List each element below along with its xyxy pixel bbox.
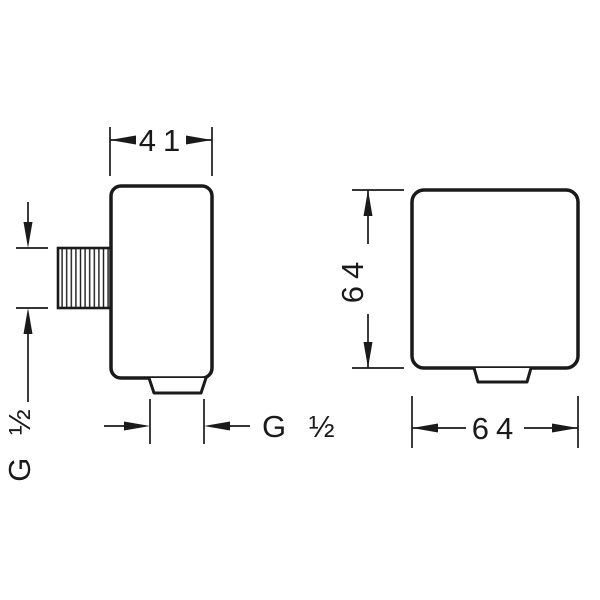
arrowhead-right-icon	[552, 423, 578, 433]
side-view: 41 G ½ G ½	[2, 123, 342, 482]
arrowhead-down-icon	[23, 222, 33, 248]
dim-thread-bottom-label: G ½	[262, 409, 342, 444]
front-view: 64 64	[335, 188, 580, 448]
dim-height-64: 64	[335, 189, 404, 369]
arrowhead-left-icon	[412, 423, 438, 433]
dim-thread-side: G ½	[2, 202, 48, 482]
dim-width-41-label: 41	[139, 123, 187, 158]
dim-width-64: 64	[411, 396, 579, 448]
dim-thread-side-label: G ½	[2, 402, 37, 482]
arrowhead-left-icon	[110, 135, 136, 145]
side-view-outlet-nub	[147, 376, 208, 395]
arrowhead-right-icon	[186, 135, 212, 145]
front-view-outlet-nub	[472, 366, 533, 384]
dim-height-64-label: 64	[335, 255, 370, 303]
front-view-body	[410, 188, 580, 370]
arrowhead-left-icon	[204, 421, 230, 431]
dim-width-64-label: 64	[472, 411, 520, 446]
side-view-thread-connector	[56, 246, 116, 310]
arrowhead-right-icon	[124, 421, 150, 431]
side-view-body	[109, 184, 214, 380]
dim-width-41: 41	[109, 123, 213, 176]
arrowhead-down-icon	[363, 342, 373, 368]
arrowhead-up-icon	[23, 308, 33, 334]
arrowhead-up-icon	[363, 190, 373, 216]
dim-thread-bottom: G ½	[104, 399, 342, 444]
